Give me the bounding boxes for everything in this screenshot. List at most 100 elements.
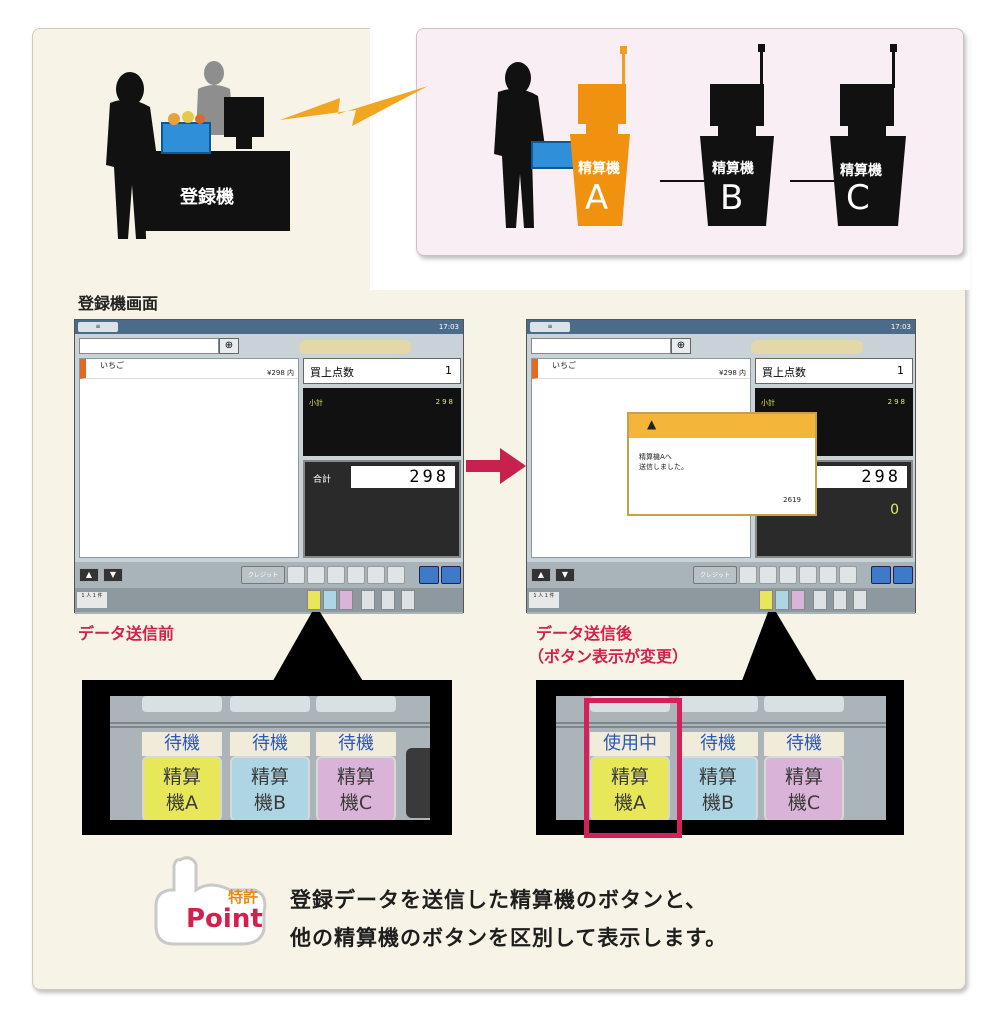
caption-after-line2: （ボタン表示が変更） [528, 647, 689, 666]
caption-before: データ送信前 [78, 624, 175, 643]
key-top [678, 696, 758, 712]
function-key-2[interactable] [893, 566, 913, 584]
total-value: 298 [351, 466, 455, 488]
mini-button[interactable] [381, 590, 395, 610]
mini-button[interactable] [401, 590, 415, 610]
subtotal-value: 298 [435, 398, 455, 406]
button-line2: 機C [339, 792, 373, 814]
sent-dialog[interactable]: ▲ 精算機Aへ 送信しました。 2619 [627, 412, 817, 516]
scroll-down-button[interactable]: ▼ [555, 568, 575, 582]
settler-b-machine [660, 44, 774, 226]
status-bar: 1 人 1 件 [75, 588, 463, 612]
blank-key[interactable] [839, 566, 857, 584]
function-key-2[interactable] [441, 566, 461, 584]
customer-illustration [494, 62, 577, 228]
blank-key[interactable] [779, 566, 797, 584]
settler-a-button[interactable]: 精算 機A [142, 756, 222, 820]
settler-b-button[interactable]: 精算 機B [230, 756, 310, 820]
count-label: 買上点数 [310, 366, 354, 379]
credit-button[interactable]: クレジット [241, 566, 285, 584]
mini-button[interactable] [853, 590, 867, 610]
list-item[interactable]: いちご ¥298 内 [532, 359, 750, 379]
settler-a-letter: A [585, 178, 609, 218]
status-strip [751, 340, 863, 354]
item-name: いちご [100, 361, 124, 370]
blank-key[interactable] [367, 566, 385, 584]
caption-after-line1: データ送信後 [536, 624, 633, 643]
mini-button[interactable] [361, 590, 375, 610]
function-key-1[interactable] [871, 566, 891, 584]
button-line1: 精算 [610, 766, 649, 788]
status-left: 1 人 1 件 [529, 592, 559, 608]
zoom-after-view: 使用中 精算 機A 待機 精算 機B 待機 精算 機C [556, 696, 886, 820]
badge-bottom: Point [186, 904, 263, 934]
settler-a-label: 精算機 [578, 161, 620, 177]
blank-key[interactable] [739, 566, 757, 584]
key-top [316, 696, 396, 712]
settler-c-status: 待機 [316, 732, 396, 756]
settler-b-button[interactable]: 精算 機B [678, 756, 758, 820]
blank-key[interactable] [347, 566, 365, 584]
menu-button[interactable]: ≡ [78, 322, 118, 332]
search-input[interactable] [531, 338, 671, 354]
blank-key[interactable] [387, 566, 405, 584]
button-line1: 精算 [784, 766, 823, 788]
settler-b-letter: B [720, 178, 744, 218]
list-item[interactable]: いちご ¥298 内 [80, 359, 298, 379]
settler-b-label: 精算機 [712, 161, 754, 177]
title-bar: ≡17:03 [75, 320, 463, 334]
function-key-1[interactable] [419, 566, 439, 584]
blank-key[interactable] [287, 566, 305, 584]
scroll-up-button[interactable]: ▲ [79, 568, 99, 582]
key-top [142, 696, 222, 712]
settler-b-status: 待機 [230, 732, 310, 756]
settler-c-mini-button[interactable] [339, 590, 353, 610]
lightning-bolt-icon [280, 86, 428, 126]
key-top [764, 696, 844, 712]
subtotal-value: 298 [887, 398, 907, 406]
scroll-up-button[interactable]: ▲ [531, 568, 551, 582]
settler-a-mini-button[interactable] [307, 590, 321, 610]
divider [110, 722, 430, 724]
mini-button[interactable] [833, 590, 847, 610]
mini-button[interactable] [813, 590, 827, 610]
settler-c-letter: C [846, 178, 870, 218]
divider [556, 722, 886, 724]
settler-a-status: 使用中 [590, 732, 670, 756]
zoom-after: 使用中 精算 機A 待機 精算 機B 待機 精算 機C [536, 680, 904, 835]
settler-a-mini-button[interactable] [759, 590, 773, 610]
arrow-right-icon [466, 448, 526, 484]
settler-c-machine [790, 44, 906, 226]
settler-c-label: 精算機 [840, 163, 882, 179]
blank-key[interactable] [759, 566, 777, 584]
count-box: 買上点数 1 [755, 358, 913, 384]
settler-c-button[interactable]: 精算 機C [316, 756, 396, 820]
divider [556, 726, 886, 728]
settler-b-mini-button[interactable] [323, 590, 337, 610]
count-value: 1 [445, 364, 452, 377]
zoom-icon[interactable]: ⊕ [219, 338, 239, 354]
item-list: いちご ¥298 内 [79, 358, 299, 558]
blank-key[interactable] [327, 566, 345, 584]
settler-a-button[interactable]: 精算 機A [590, 756, 670, 820]
register-screen-before: ≡17:03 ⊕ いちご ¥298 内 買上点数 1 小計 298 合計 298… [74, 319, 464, 614]
credit-button[interactable]: クレジット [693, 566, 737, 584]
status-strip [299, 340, 411, 354]
count-value: 1 [897, 364, 904, 377]
blank-key[interactable] [799, 566, 817, 584]
scroll-down-button[interactable]: ▼ [103, 568, 123, 582]
settler-b-mini-button[interactable] [775, 590, 789, 610]
dialog-message: 精算機Aへ 送信しました。 [639, 453, 688, 471]
search-input[interactable] [79, 338, 219, 354]
blank-key[interactable] [819, 566, 837, 584]
settler-c-button[interactable]: 精算 機C [764, 756, 844, 820]
blank-key[interactable] [307, 566, 325, 584]
settler-c-mini-button[interactable] [791, 590, 805, 610]
highlight-box [584, 698, 682, 838]
bottom-toolbar: ▲ ▼ クレジット 1 人 1 件 [527, 562, 915, 614]
status-left: 1 人 1 件 [77, 592, 107, 608]
callout-pointer-before [270, 612, 366, 686]
count-label: 買上点数 [762, 366, 806, 379]
menu-button[interactable]: ≡ [530, 322, 570, 332]
zoom-icon[interactable]: ⊕ [671, 338, 691, 354]
